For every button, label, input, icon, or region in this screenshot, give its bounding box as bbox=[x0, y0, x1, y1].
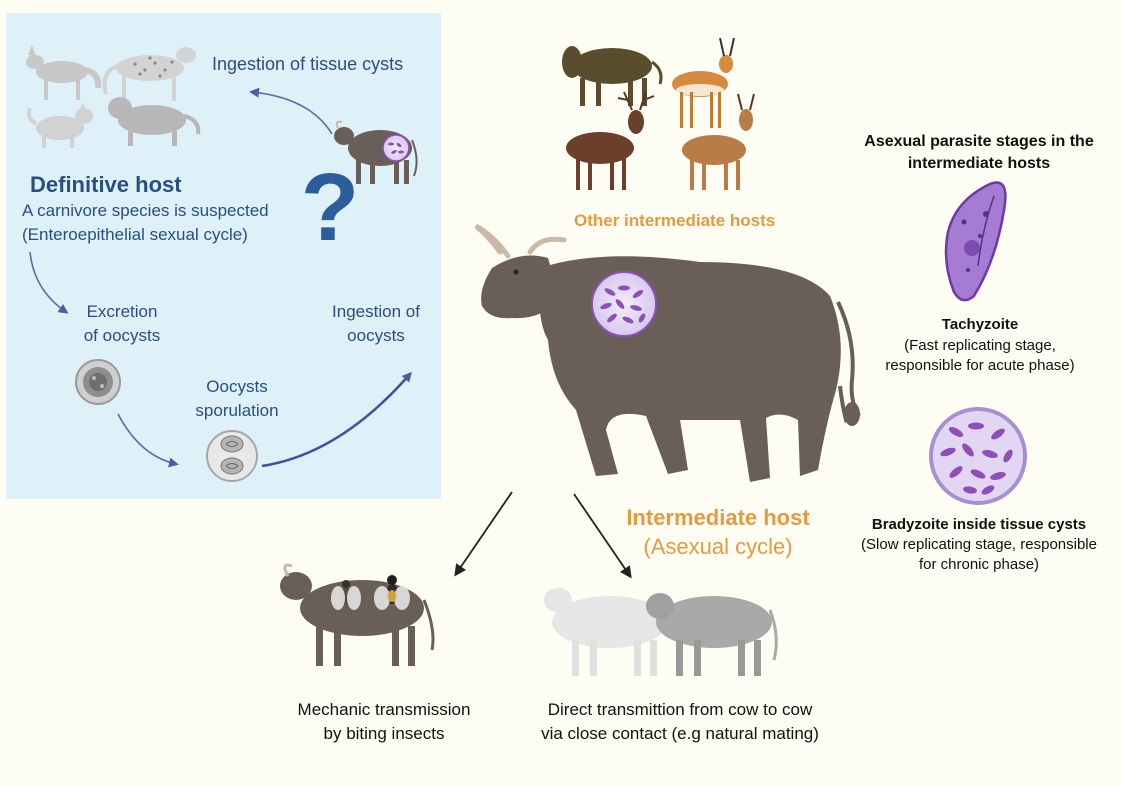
two-cows-illustration bbox=[544, 588, 776, 676]
cat-illustration bbox=[29, 102, 93, 148]
ingestion-oocysts-label-2: oocysts bbox=[318, 326, 434, 346]
red-deer-illustration bbox=[566, 92, 654, 190]
bradyzoite-cyst-illustration bbox=[931, 409, 1025, 503]
tachyzoite-desc-1: (Fast replicating stage, bbox=[860, 337, 1100, 355]
ingestion-tissue-cysts-label: Ingestion of tissue cysts bbox=[212, 54, 403, 76]
intermediate-host-title: Intermediate host bbox=[600, 505, 836, 531]
bradyzoite-desc-2: for chronic phase) bbox=[838, 556, 1120, 574]
gazelle-illustration bbox=[672, 38, 734, 128]
sporulation-label-2: sporulation bbox=[184, 401, 290, 421]
cow-with-flies-illustration bbox=[280, 565, 433, 666]
sporulation-label-1: Oocysts bbox=[184, 377, 290, 397]
definitive-host-desc-2: (Enteroepithelial sexual cycle) bbox=[22, 225, 248, 245]
intermediate-host-subtitle: (Asexual cycle) bbox=[600, 534, 836, 560]
lion-illustration bbox=[108, 97, 198, 146]
bradyzoite-desc-1: (Slow replicating stage, responsible bbox=[838, 536, 1120, 554]
direct-transmission-label-2: via close contact (e.g natural mating) bbox=[508, 724, 852, 744]
arrow-to-excretion bbox=[30, 252, 66, 312]
parasite-stages-title-2: intermediate hosts bbox=[846, 154, 1112, 173]
unsporulated-oocyst bbox=[76, 360, 120, 404]
tachyzoite-illustration bbox=[946, 182, 1005, 300]
cheetah-illustration bbox=[105, 47, 197, 101]
definitive-host-title: Definitive host bbox=[30, 172, 182, 198]
sporulated-oocyst bbox=[207, 431, 257, 481]
fox-illustration bbox=[26, 45, 98, 100]
arrow-to-definitive-host bbox=[252, 92, 332, 134]
wildebeest-illustration bbox=[562, 46, 661, 106]
arrow-to-sporulation bbox=[118, 414, 176, 464]
tachyzoite-label: Tachyzoite bbox=[880, 316, 1080, 334]
parasite-stages-title-1: Asexual parasite stages in the bbox=[846, 132, 1112, 151]
direct-transmission-label-1: Direct transmittion from cow to cow bbox=[508, 700, 852, 720]
definitive-host-desc-1: A carnivore species is suspected bbox=[22, 201, 269, 221]
excretion-label-2: of oocysts bbox=[70, 326, 174, 346]
other-intermediate-hosts-label: Other intermediate hosts bbox=[574, 211, 775, 231]
mechanic-transmission-label-1: Mechanic transmission bbox=[268, 700, 500, 720]
bull-illustration bbox=[476, 226, 860, 482]
question-mark: ? bbox=[301, 154, 360, 261]
arrow-to-mechanic-transmission bbox=[456, 492, 512, 574]
ingestion-oocysts-label-1: Ingestion of bbox=[318, 302, 434, 322]
excretion-label-1: Excretion bbox=[70, 302, 174, 322]
tachyzoite-desc-2: responsible for acute phase) bbox=[860, 357, 1100, 375]
mechanic-transmission-label-2: by biting insects bbox=[268, 724, 500, 744]
bradyzoite-label: Bradyzoite inside tissue cysts bbox=[846, 516, 1112, 534]
